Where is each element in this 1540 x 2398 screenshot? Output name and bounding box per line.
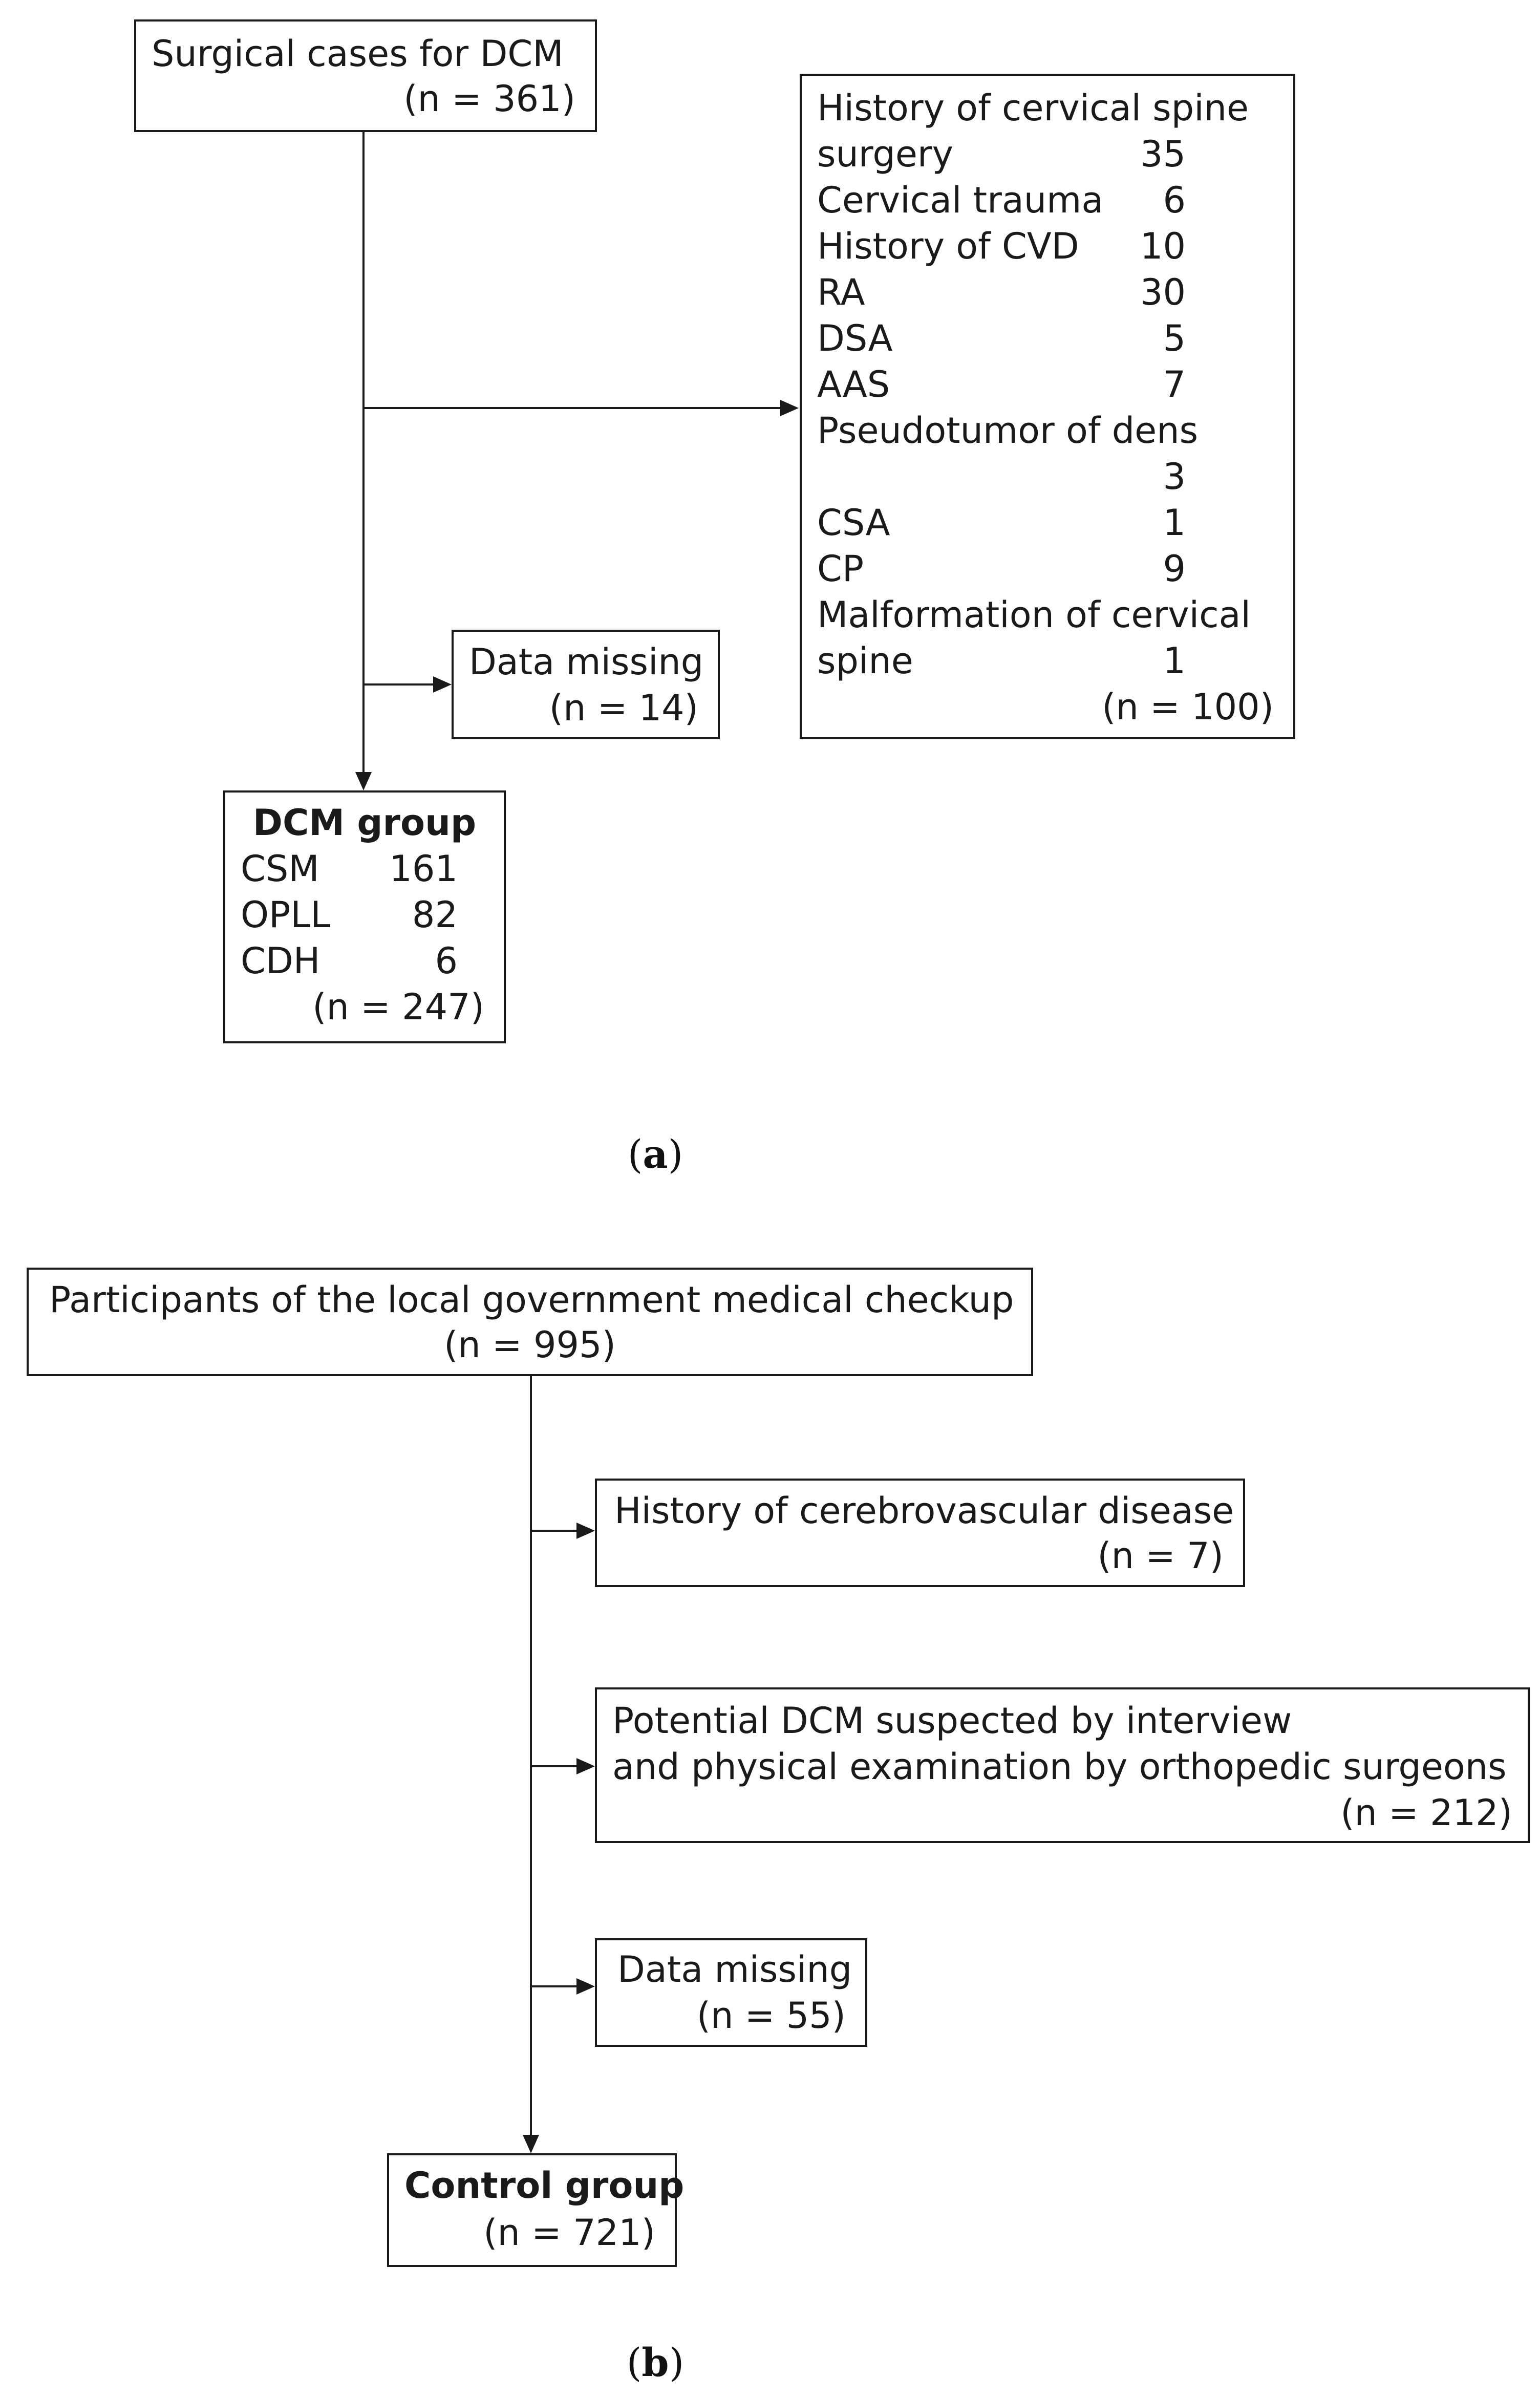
arrow-a-exclusion-head	[780, 400, 799, 416]
a-exclusion-label: RA	[817, 271, 865, 313]
b-potential-dcm-n: (n = 212)	[1340, 1792, 1512, 1834]
a-exclusion-label: Cervical trauma	[817, 179, 1104, 221]
a-exclusion-value: 6	[1163, 179, 1186, 221]
a-dcm-group-row: CSM 161	[225, 846, 504, 892]
a-exclusion-value: 30	[1140, 271, 1186, 313]
a-exclusion-label: DSA	[817, 317, 893, 359]
a-surgical-cases-title: Surgical cases for DCM	[152, 33, 564, 75]
a-data-missing-box: Data missing (n = 14)	[452, 630, 720, 739]
a-dcm-group-title: DCM group	[252, 802, 477, 844]
arrow-b-missing-head	[576, 1978, 595, 1995]
a-exclusion-row: History of CVD 10	[802, 223, 1293, 269]
b-cvd-history-title: History of cerebrovascular disease	[614, 1490, 1234, 1532]
a-exclusion-label: Malformation of cervical	[817, 594, 1251, 636]
a-exclusion-box: History of cervical spine surgery 35 Cer…	[800, 74, 1295, 739]
b-potential-dcm-box: Potential DCM suspected by interview and…	[595, 1687, 1530, 1843]
a-exclusion-label: AAS	[817, 363, 890, 405]
a-exclusion-row: Pseudotumor of dens	[802, 408, 1293, 454]
b-cvd-history-n: (n = 7)	[1097, 1535, 1224, 1577]
a-exclusion-row: RA 30	[802, 269, 1293, 315]
b-control-group-box: Control group (n = 721)	[387, 2153, 684, 2267]
a-dcm-group-row: CDH 6	[225, 938, 504, 984]
arrow-b-main-head	[523, 2135, 539, 2153]
b-data-missing-box: Data missing (n = 55)	[595, 1938, 867, 2047]
a-dcm-group-value: 82	[412, 894, 458, 936]
arrow-b-potential-head	[576, 1758, 595, 1774]
a-exclusion-label: spine	[817, 640, 913, 682]
b-data-missing-title: Data missing	[617, 1949, 852, 1990]
a-surgical-cases-box: Surgical cases for DCM (n = 361)	[134, 19, 597, 132]
a-surgical-cases-n: (n = 361)	[403, 78, 575, 120]
a-dcm-group-label: OPLL	[241, 894, 331, 936]
a-exclusion-value: 35	[1140, 133, 1186, 175]
a-exclusion-list: History of cervical spine surgery 35 Cer…	[802, 85, 1293, 730]
arrow-a-missing-head	[433, 676, 452, 693]
a-exclusion-label: surgery	[817, 133, 954, 175]
a-exclusion-value: 5	[1163, 317, 1186, 359]
a-dcm-group-total-row: (n = 247)	[225, 984, 504, 1030]
a-exclusion-total-row: (n = 100)	[802, 684, 1293, 730]
a-exclusion-label: History of cervical spine	[817, 87, 1249, 129]
b-cvd-history-box: History of cerebrovascular disease (n = …	[595, 1479, 1245, 1587]
b-participants-box: Participants of the local government med…	[27, 1268, 1033, 1376]
a-exclusion-label: CSA	[817, 502, 890, 544]
a-dcm-group-box: DCM group CSM 161 OPLL 82 CDH 6 (n = 247…	[223, 790, 506, 1043]
arrow-b-cvd-head	[576, 1523, 595, 1539]
a-exclusion-row: DSA 5	[802, 315, 1293, 361]
a-exclusion-label: Pseudotumor of dens	[817, 410, 1199, 452]
b-control-group-title: Control group	[404, 2165, 685, 2207]
a-dcm-group-value: 161	[389, 848, 458, 890]
a-exclusion-row: spine 1	[802, 638, 1293, 684]
b-participants-n: (n = 995)	[444, 1324, 616, 1366]
a-exclusion-row: History of cervical spine	[802, 85, 1293, 131]
a-dcm-group-row: OPLL 82	[225, 892, 504, 938]
b-potential-dcm-line1: Potential DCM suspected by interview	[612, 1700, 1292, 1742]
b-panel-caption: (b)	[626, 2340, 685, 2385]
a-panel-caption: (a)	[627, 1131, 683, 1177]
b-potential-dcm-line2: and physical examination by orthopedic s…	[612, 1746, 1507, 1788]
a-exclusion-row: CSA 1	[802, 500, 1293, 546]
a-exclusion-value: 7	[1163, 363, 1186, 405]
a-exclusion-row: 3	[802, 454, 1293, 500]
a-dcm-group-n: (n = 247)	[312, 986, 484, 1028]
a-exclusion-row: surgery 35	[802, 131, 1293, 177]
a-exclusion-value: 9	[1163, 548, 1186, 590]
a-dcm-group-value: 6	[435, 940, 458, 982]
a-data-missing-n: (n = 14)	[549, 687, 698, 729]
a-exclusion-row: AAS 7	[802, 361, 1293, 408]
a-exclusion-label: History of CVD	[817, 225, 1079, 267]
a-exclusion-label: CP	[817, 548, 864, 590]
b-data-missing-n: (n = 55)	[696, 1995, 846, 2037]
a-exclusion-row: Malformation of cervical	[802, 592, 1293, 638]
a-dcm-group-list: CSM 161 OPLL 82 CDH 6 (n = 247)	[225, 846, 504, 1030]
a-exclusion-n: (n = 100)	[1102, 686, 1274, 728]
a-exclusion-value: 1	[1163, 640, 1186, 682]
a-exclusion-value: 3	[1163, 456, 1186, 498]
b-control-group-n: (n = 721)	[483, 2212, 655, 2254]
a-dcm-group-label: CSM	[241, 848, 319, 890]
arrow-a-main-head	[355, 772, 372, 790]
a-exclusion-row: Cervical trauma 6	[802, 177, 1293, 223]
b-participants-title: Participants of the local government med…	[49, 1279, 1014, 1321]
a-exclusion-value: 10	[1140, 225, 1186, 267]
a-exclusion-row: CP 9	[802, 546, 1293, 592]
a-dcm-group-label: CDH	[241, 940, 320, 982]
a-exclusion-value: 1	[1163, 502, 1186, 544]
a-data-missing-title: Data missing	[469, 641, 704, 683]
